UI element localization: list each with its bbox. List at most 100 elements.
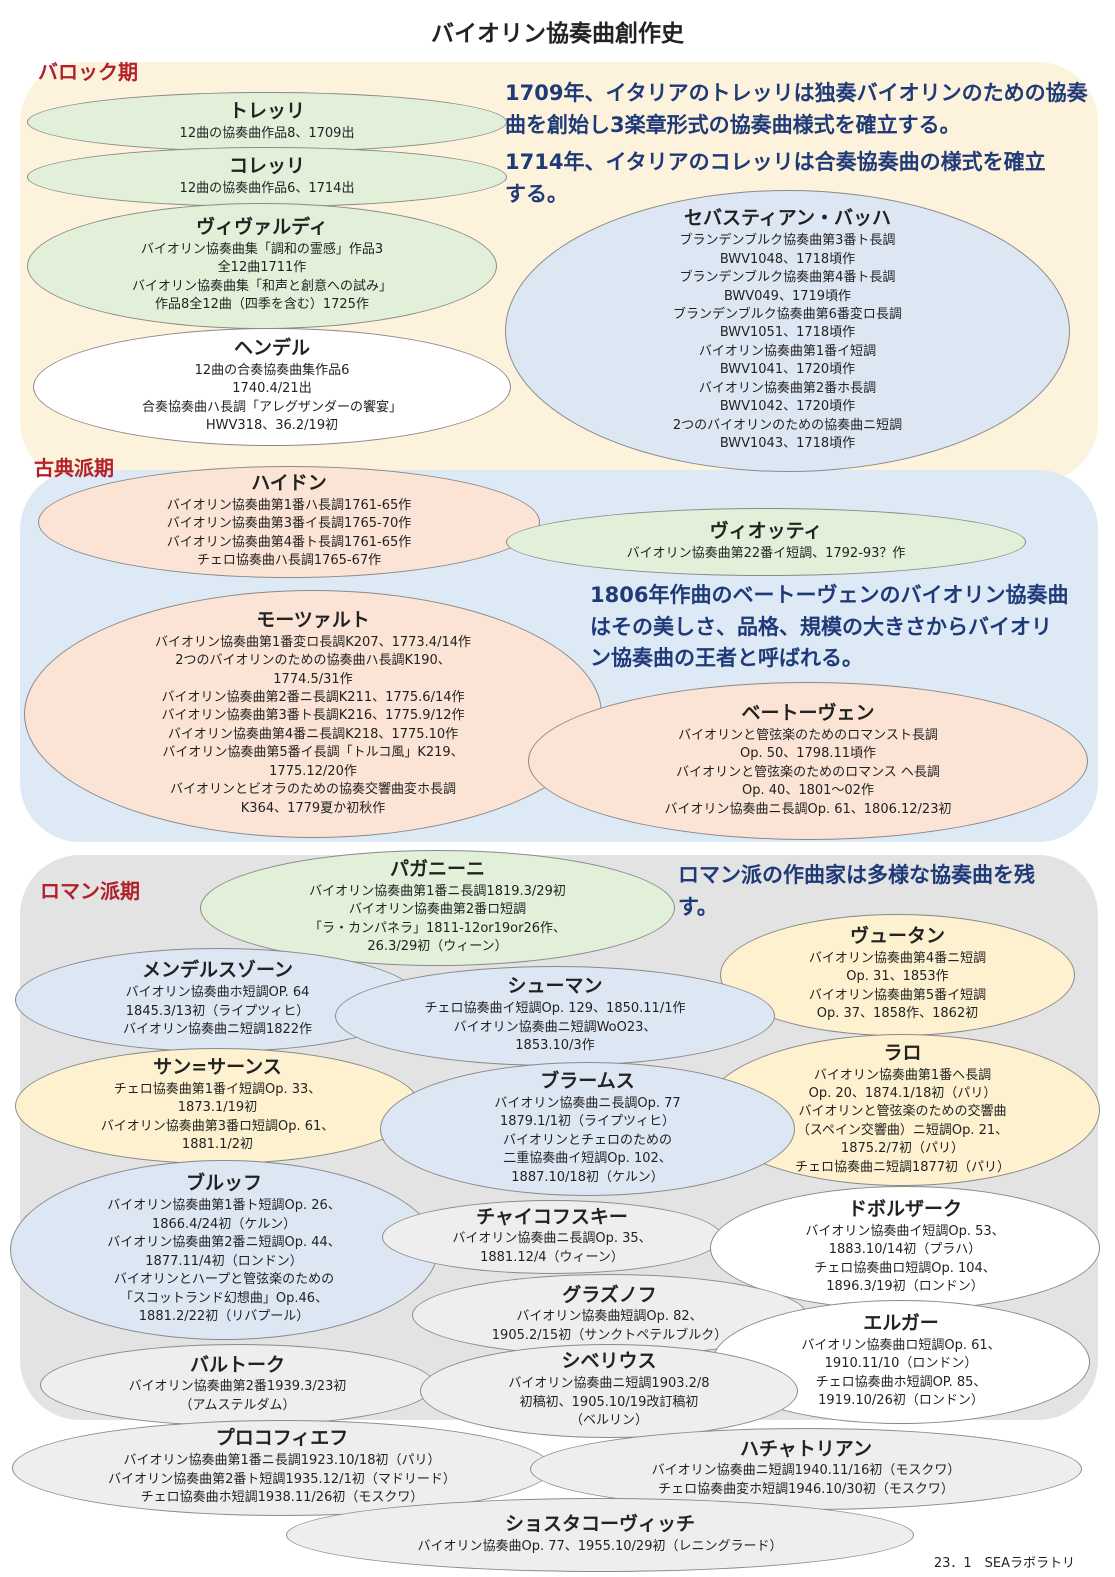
work-line: バイオリンと管弦楽のための交響曲 — [798, 1104, 1007, 1120]
work-line: BWV1041、1720頃作 — [719, 362, 856, 378]
composer-name: モーツァルト — [256, 608, 370, 631]
baroque-note: 1709年、イタリアのトレッリは独奏バイオリンのための協奏曲を創始し3楽章形式の… — [505, 78, 1095, 210]
work-line: バイオリン協奏曲第5番イ長調「トルコ風」K219、 — [162, 745, 464, 761]
work-line: 1774.5/31作 — [273, 671, 353, 687]
work-line: 「ラ・カンパネラ」1811-12or19or26作、 — [309, 920, 566, 936]
note-torelli: 1709年、イタリアのトレッリは独奏バイオリンのための協奏曲を創始し3楽章形式の… — [505, 81, 1088, 137]
composer-name: シベリウス — [561, 1350, 657, 1373]
work-line: （ベルリン） — [569, 1413, 648, 1429]
work-line: BWV1048、1718頃作 — [719, 251, 856, 267]
work-line: バイオリン協奏曲ニ短調WoO23、 — [453, 1019, 657, 1035]
work-line: チェロ協奏曲ホ短調1938.11/26初（モスクワ） — [140, 1490, 424, 1506]
composer-ellipse-romantic-15: ハチャトリアンバイオリン協奏曲ニ短調1940.11/16初（モスクワ）チェロ協奏… — [530, 1428, 1082, 1510]
work-line: バイオリン協奏曲第1番ニ長調1923.10/18初（パリ） — [123, 1453, 441, 1469]
work-line: 「スコットランド幻想曲」Op.46、 — [119, 1290, 329, 1306]
work-line: （スペイン交響曲）ニ短調Op. 21、 — [796, 1122, 1009, 1138]
composer-ellipse-romantic-12: バルトークバイオリン協奏曲第2番1939.3/23初（アムステルダム） — [40, 1344, 435, 1426]
composer-ellipse-romantic-8: チャイコフスキーバイオリン協奏曲ニ長調Op. 35、 1881.12/4（ウィーン… — [382, 1200, 722, 1274]
work-line: バイオリン協奏曲第2番ト短調1935.12/1初（マドリード） — [108, 1471, 456, 1487]
composer-name: エルガー — [863, 1312, 939, 1335]
composer-name: パガニーニ — [389, 858, 485, 881]
work-line: 12曲の合奏協奏曲集作品6 — [194, 363, 350, 379]
note-corelli: 1714年、イタリアのコレッリは合奏協奏曲の様式を確立する。 — [505, 150, 1046, 206]
composer-name: チャイコフスキー — [476, 1205, 628, 1228]
section-label-romantic: ロマン派期 — [40, 879, 140, 903]
work-line: 1896.3/19初（ロンドン） — [826, 1279, 984, 1295]
composer-name: メンデルスゾーン — [141, 959, 294, 982]
composer-ellipse-baroque-3: ヘンデル 12曲の合奏協奏曲集作品6 1740.4/21出合奏協奏曲ハ長調「アレグザ… — [33, 328, 511, 446]
romantic-note: ロマン派の作曲家は多様な協奏曲を残す。 — [678, 860, 1058, 923]
note-romantic: ロマン派の作曲家は多様な協奏曲を残す。 — [678, 863, 1035, 919]
work-line: HWV318、36.2/19初 — [205, 418, 339, 434]
work-line: バイオリン協奏曲第4番ニ短調 — [808, 951, 987, 967]
composer-ellipse-baroque-2: ヴィヴァルディバイオリン協奏曲集「調和の霊感」作品3 全12曲1711作バイオリン… — [27, 203, 497, 329]
work-line: バイオリン協奏曲Op. 77、1955.10/29初（レニングラード） — [417, 1538, 783, 1554]
work-line: ブランデンブルク協奏曲第4番ト長調 — [679, 270, 896, 286]
work-line: チェロ協奏曲イ短調Op. 129、1850.11/1作 — [424, 1001, 686, 1017]
work-line: BWV1043、1718頃作 — [719, 436, 856, 452]
work-line: バイオリンとビオラのための協奏交響曲変ホ長調 — [169, 782, 456, 798]
work-line: バイオリン協奏曲集「調和の霊感」作品3 — [140, 242, 384, 258]
work-line: バイオリン協奏曲ニ長調Op. 35、 — [452, 1231, 652, 1247]
composer-name: ヴュータン — [849, 925, 945, 948]
composer-ellipse-romantic-16: ショスタコーヴィッチバイオリン協奏曲Op. 77、1955.10/29初（レニン… — [286, 1498, 914, 1572]
composer-name: ドボルザーク — [847, 1198, 962, 1221]
work-line: ブランデンブルク協奏曲第3番ト長調 — [679, 233, 896, 249]
composer-name: シューマン — [507, 975, 603, 998]
work-line: 1905.2/15初（サンクトペテルブルク） — [491, 1327, 728, 1343]
composer-name: バルトーク — [189, 1353, 285, 1376]
composer-ellipse-romantic-0: パガニーニバイオリン協奏曲第1番ニ長調1819.3/29初バイオリン協奏曲第2番… — [200, 850, 675, 966]
work-line: BWV1042、1720頃作 — [719, 399, 856, 415]
classical-note: 1806年作曲のベートーヴェンのバイオリン協奏曲はその美しさ、品格、規模の大きさ… — [590, 580, 1070, 675]
work-line: バイオリン協奏曲ロ短調Op. 61、 — [801, 1338, 1001, 1354]
work-line: Op. 20、1874.1/18初（パリ） — [808, 1086, 997, 1102]
composer-ellipse-romantic-5: サン=サーンスチェロ協奏曲第1番イ短調Op. 33、1873.1/19初バイオリ… — [15, 1048, 420, 1164]
composer-ellipse-romantic-3: シューマンチェロ協奏曲イ短調Op. 129、1850.11/1作バイオリン協奏曲… — [335, 966, 775, 1066]
work-line: 全12曲1711作 — [217, 260, 307, 276]
work-line: バイオリン協奏曲第2番ホ長調 — [698, 380, 877, 396]
composer-name: コレッリ — [228, 154, 305, 177]
work-line: 1919.10/26初（ロンドン） — [818, 1393, 984, 1409]
note-beethoven: 1806年作曲のベートーヴェンのバイオリン協奏曲はその美しさ、品格、規模の大きさ… — [590, 583, 1069, 670]
work-line: バイオリン協奏曲第5番イ短調 — [808, 987, 987, 1003]
work-line: バイオリンとハープと管弦楽のための — [113, 1272, 335, 1288]
work-line: Op. 37、1858作、1862初 — [816, 1006, 979, 1022]
work-line: 1881.2/22初（リバプール） — [138, 1309, 310, 1325]
work-line: Op. 31、1853作 — [846, 969, 949, 985]
work-line: K364、1779夏か初秋作 — [240, 800, 386, 816]
work-line: 1740.4/21出 — [232, 381, 312, 397]
composer-name: セバスティアン・バッハ — [683, 207, 892, 230]
work-line: バイオリン協奏曲第1番イ短調 — [698, 343, 877, 359]
work-line: 1879.1/1初（ライプツィヒ） — [499, 1114, 676, 1130]
work-line: 二重協奏曲イ短調Op. 102、 — [503, 1151, 672, 1167]
work-line: バイオリン協奏曲第22番イ短調、1792-93？作 — [626, 545, 906, 561]
composer-name: グラズノフ — [562, 1283, 657, 1306]
work-line: 合奏協奏曲ハ長調「アレグザンダーの饗宴」 — [141, 399, 402, 415]
composer-name: ハチャトリアン — [739, 1437, 873, 1460]
composer-name: ラロ — [883, 1041, 922, 1064]
section-label-classical: 古典派期 — [34, 456, 114, 480]
work-line: 1866.4/24初（ケルン） — [151, 1216, 297, 1232]
work-line: バイオリン協奏曲ニ長調Op. 61、1806.12/23初 — [664, 801, 952, 817]
work-line: 1883.10/14初（プラハ） — [828, 1242, 982, 1258]
work-line: 1877.11/4初（ロンドン） — [145, 1253, 303, 1269]
work-line: 1775.12/20作 — [269, 763, 357, 779]
work-line: バイオリン協奏曲第3番イ長調1765-70作 — [166, 516, 412, 532]
work-line: バイオリン協奏曲集「和声と創意への試み」 — [131, 278, 392, 294]
section-label-baroque: バロック期 — [38, 60, 138, 84]
work-line: バイオリン協奏曲第2番ニ短調Op. 44、 — [107, 1235, 341, 1251]
composer-name: ヴィヴァルディ — [196, 216, 328, 239]
work-line: バイオリン協奏曲ニ短調1940.11/16初（モスクワ） — [651, 1463, 961, 1479]
composer-ellipse-romantic-7: ブルッフバイオリン協奏曲第1番ト短調Op. 26、1866.4/24初（ケルン）… — [10, 1160, 438, 1340]
work-line: 1881.12/4（ウィーン） — [480, 1249, 624, 1265]
work-line: バイオリン協奏曲第1番変ロ長調K207、1773.4/14作 — [154, 634, 472, 650]
composer-name: ベートーヴェン — [741, 701, 875, 724]
work-line: 1887.10/18初（ケルン） — [511, 1169, 664, 1185]
work-line: 2つのバイオリンのための協奏曲ニ短調 — [672, 417, 903, 433]
composer-name: ヘンデル — [233, 337, 310, 360]
composer-name: ハイドン — [251, 472, 327, 495]
